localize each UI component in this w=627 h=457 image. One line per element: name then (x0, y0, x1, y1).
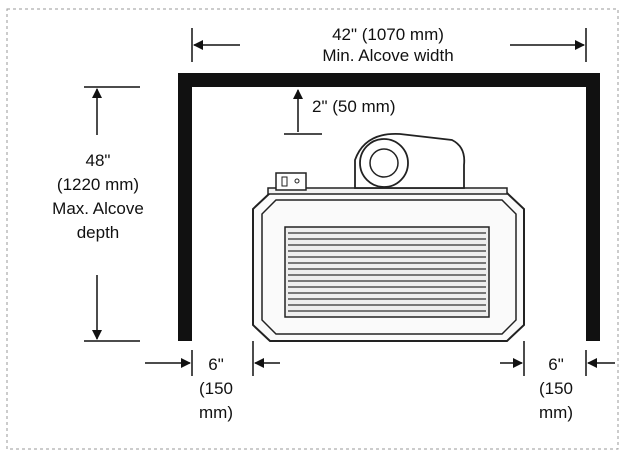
width-value-label: 42" (1070 mm) (332, 25, 444, 44)
unit-inner-frame (261, 199, 517, 335)
junction-box-slot (281, 176, 288, 187)
left-clearance-mm-line2: mm) (199, 403, 233, 422)
diagram-frame (6, 8, 619, 450)
left-clearance-mm-line1: (150 (199, 379, 233, 398)
depth-caption-line1: Max. Alcove (52, 199, 144, 218)
top-clearance-label: 2" (50 mm) (312, 97, 396, 116)
alcove-walls (178, 73, 600, 341)
alcove-right-wall (586, 73, 600, 341)
depth-inches-label: 48" (86, 151, 111, 170)
depth-caption-line2: depth (77, 223, 120, 242)
blower-fan-inner (369, 148, 399, 178)
unit-grille (284, 226, 490, 318)
alcove-left-wall (178, 73, 192, 341)
right-clearance-inches: 6" (548, 355, 564, 374)
junction-box (275, 172, 307, 191)
fireplace-unit (252, 133, 525, 342)
left-clearance-inches: 6" (208, 355, 224, 374)
top-clearance-dimension (284, 89, 322, 135)
left-side-clearance-dimension (145, 341, 280, 376)
depth-dimension (84, 86, 140, 342)
width-caption-label: Min. Alcove width (322, 46, 453, 65)
junction-box-hole (294, 178, 300, 184)
blower-fan-outer (359, 138, 409, 188)
alcove-top-wall (178, 73, 600, 87)
right-clearance-mm-line2: mm) (539, 403, 573, 422)
grille-slats (288, 232, 486, 312)
depth-mm-label: (1220 mm) (57, 175, 139, 194)
width-dimension (191, 28, 587, 62)
right-side-clearance-dimension (500, 341, 615, 376)
right-clearance-mm-line1: (150 (539, 379, 573, 398)
